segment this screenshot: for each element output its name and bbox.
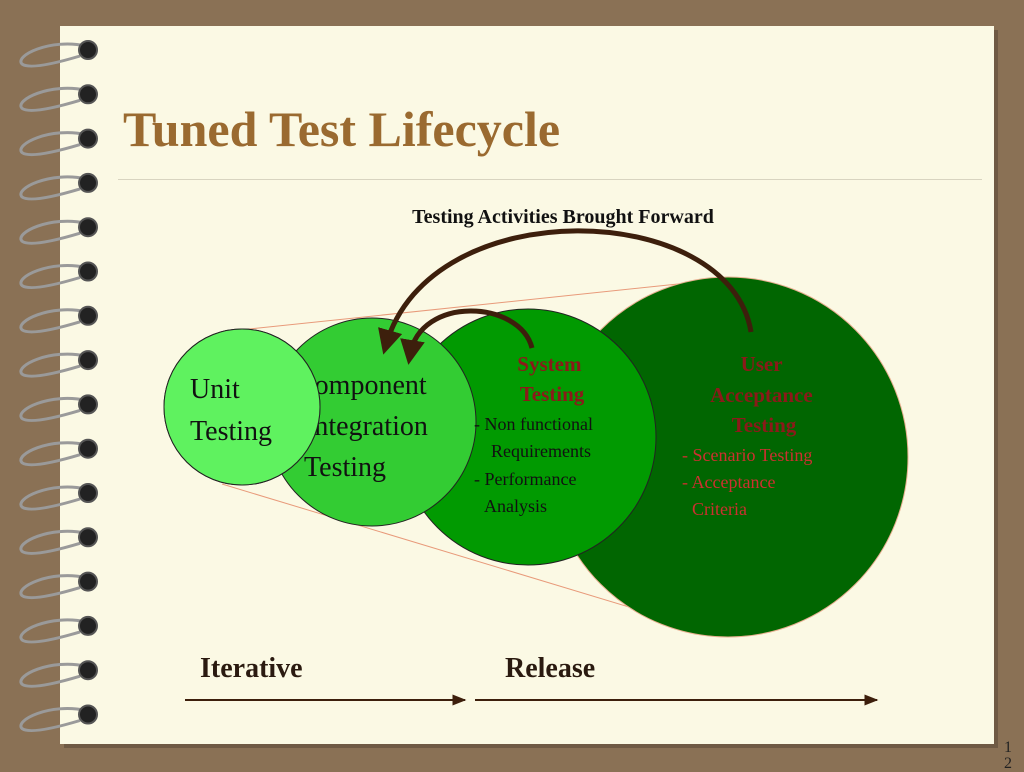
spiral-ring — [19, 352, 87, 378]
spiral-ring — [19, 529, 87, 555]
unit-testing-circle-overlay — [163, 328, 321, 486]
iterative-label: Iterative — [200, 653, 303, 684]
spiral-ring — [19, 441, 87, 467]
diagram-caption: Testing Activities Brought Forward — [412, 206, 714, 228]
system-forward-arrow — [400, 308, 535, 365]
binding-hole — [78, 704, 98, 725]
binding-hole — [78, 128, 98, 149]
system-heading-2: Testing — [520, 382, 585, 406]
guide-line-top — [239, 277, 736, 331]
spiral-ring — [19, 175, 87, 201]
spiral-ring — [19, 42, 87, 68]
system-item-3: - Performance — [474, 469, 576, 489]
spiral-binding-icon — [19, 40, 98, 733]
binding-hole — [78, 172, 98, 193]
unit-overlay-line-1: Unit — [190, 374, 240, 405]
system-testing-heading: System Testing — [517, 352, 586, 406]
spiral-ring — [19, 662, 87, 688]
spiral-ring — [19, 618, 87, 644]
binding-hole — [78, 615, 98, 636]
system-testing-items: - Non functional Requirements - Performa… — [474, 414, 597, 516]
component-line-2: Integration — [305, 411, 428, 442]
spiral-ring — [19, 707, 87, 733]
uat-items: - Scenario Testing - Acceptance Criteria — [682, 445, 817, 519]
slide-title: Tuned Test Lifecycle — [123, 101, 561, 157]
spiral-ring — [19, 86, 87, 112]
component-testing-label: Component Integration Testing — [296, 370, 435, 483]
binding-hole — [78, 350, 98, 371]
uat-heading-3: Testing — [732, 413, 797, 437]
spiral-ring — [19, 485, 87, 511]
unit-testing-label-overlay: Unit Testing — [190, 374, 272, 447]
binding-hole — [78, 660, 98, 681]
binding-hole — [78, 483, 98, 503]
binding-hole — [78, 84, 98, 105]
binding-hole — [78, 438, 98, 459]
release-label: Release — [505, 653, 595, 684]
page-number: 1 2 — [1004, 739, 1012, 772]
spiral-ring — [19, 131, 87, 157]
uat-item-3: Criteria — [692, 499, 747, 519]
uat-item-1: - Scenario Testing — [682, 445, 812, 465]
binding-hole — [78, 527, 98, 548]
system-item-4: Analysis — [484, 496, 547, 516]
uat-heading-1: User — [741, 352, 783, 376]
binding-hole — [78, 217, 98, 238]
uat-item-2: - Acceptance — [682, 472, 775, 492]
spiral-ring — [19, 219, 87, 245]
uat-heading: User Acceptance Testing — [710, 352, 818, 437]
system-item-1: - Non functional — [474, 414, 593, 434]
binding-hole — [78, 40, 98, 60]
binding-hole — [78, 571, 98, 592]
uat-forward-arrow — [378, 228, 754, 355]
spiral-ring — [19, 574, 87, 600]
title-divider — [118, 179, 982, 180]
spiral-ring — [19, 264, 87, 290]
binding-hole — [78, 394, 98, 415]
uat-heading-2: Acceptance — [710, 383, 813, 407]
component-line-3: Testing — [304, 452, 386, 483]
unit-overlay-line-2: Testing — [190, 416, 272, 447]
spiral-ring — [19, 308, 87, 334]
spiral-ring — [19, 396, 87, 423]
system-heading-1: System — [517, 352, 582, 376]
binding-hole — [78, 305, 98, 326]
binding-hole — [78, 261, 98, 282]
system-item-2: Requirements — [491, 441, 591, 461]
